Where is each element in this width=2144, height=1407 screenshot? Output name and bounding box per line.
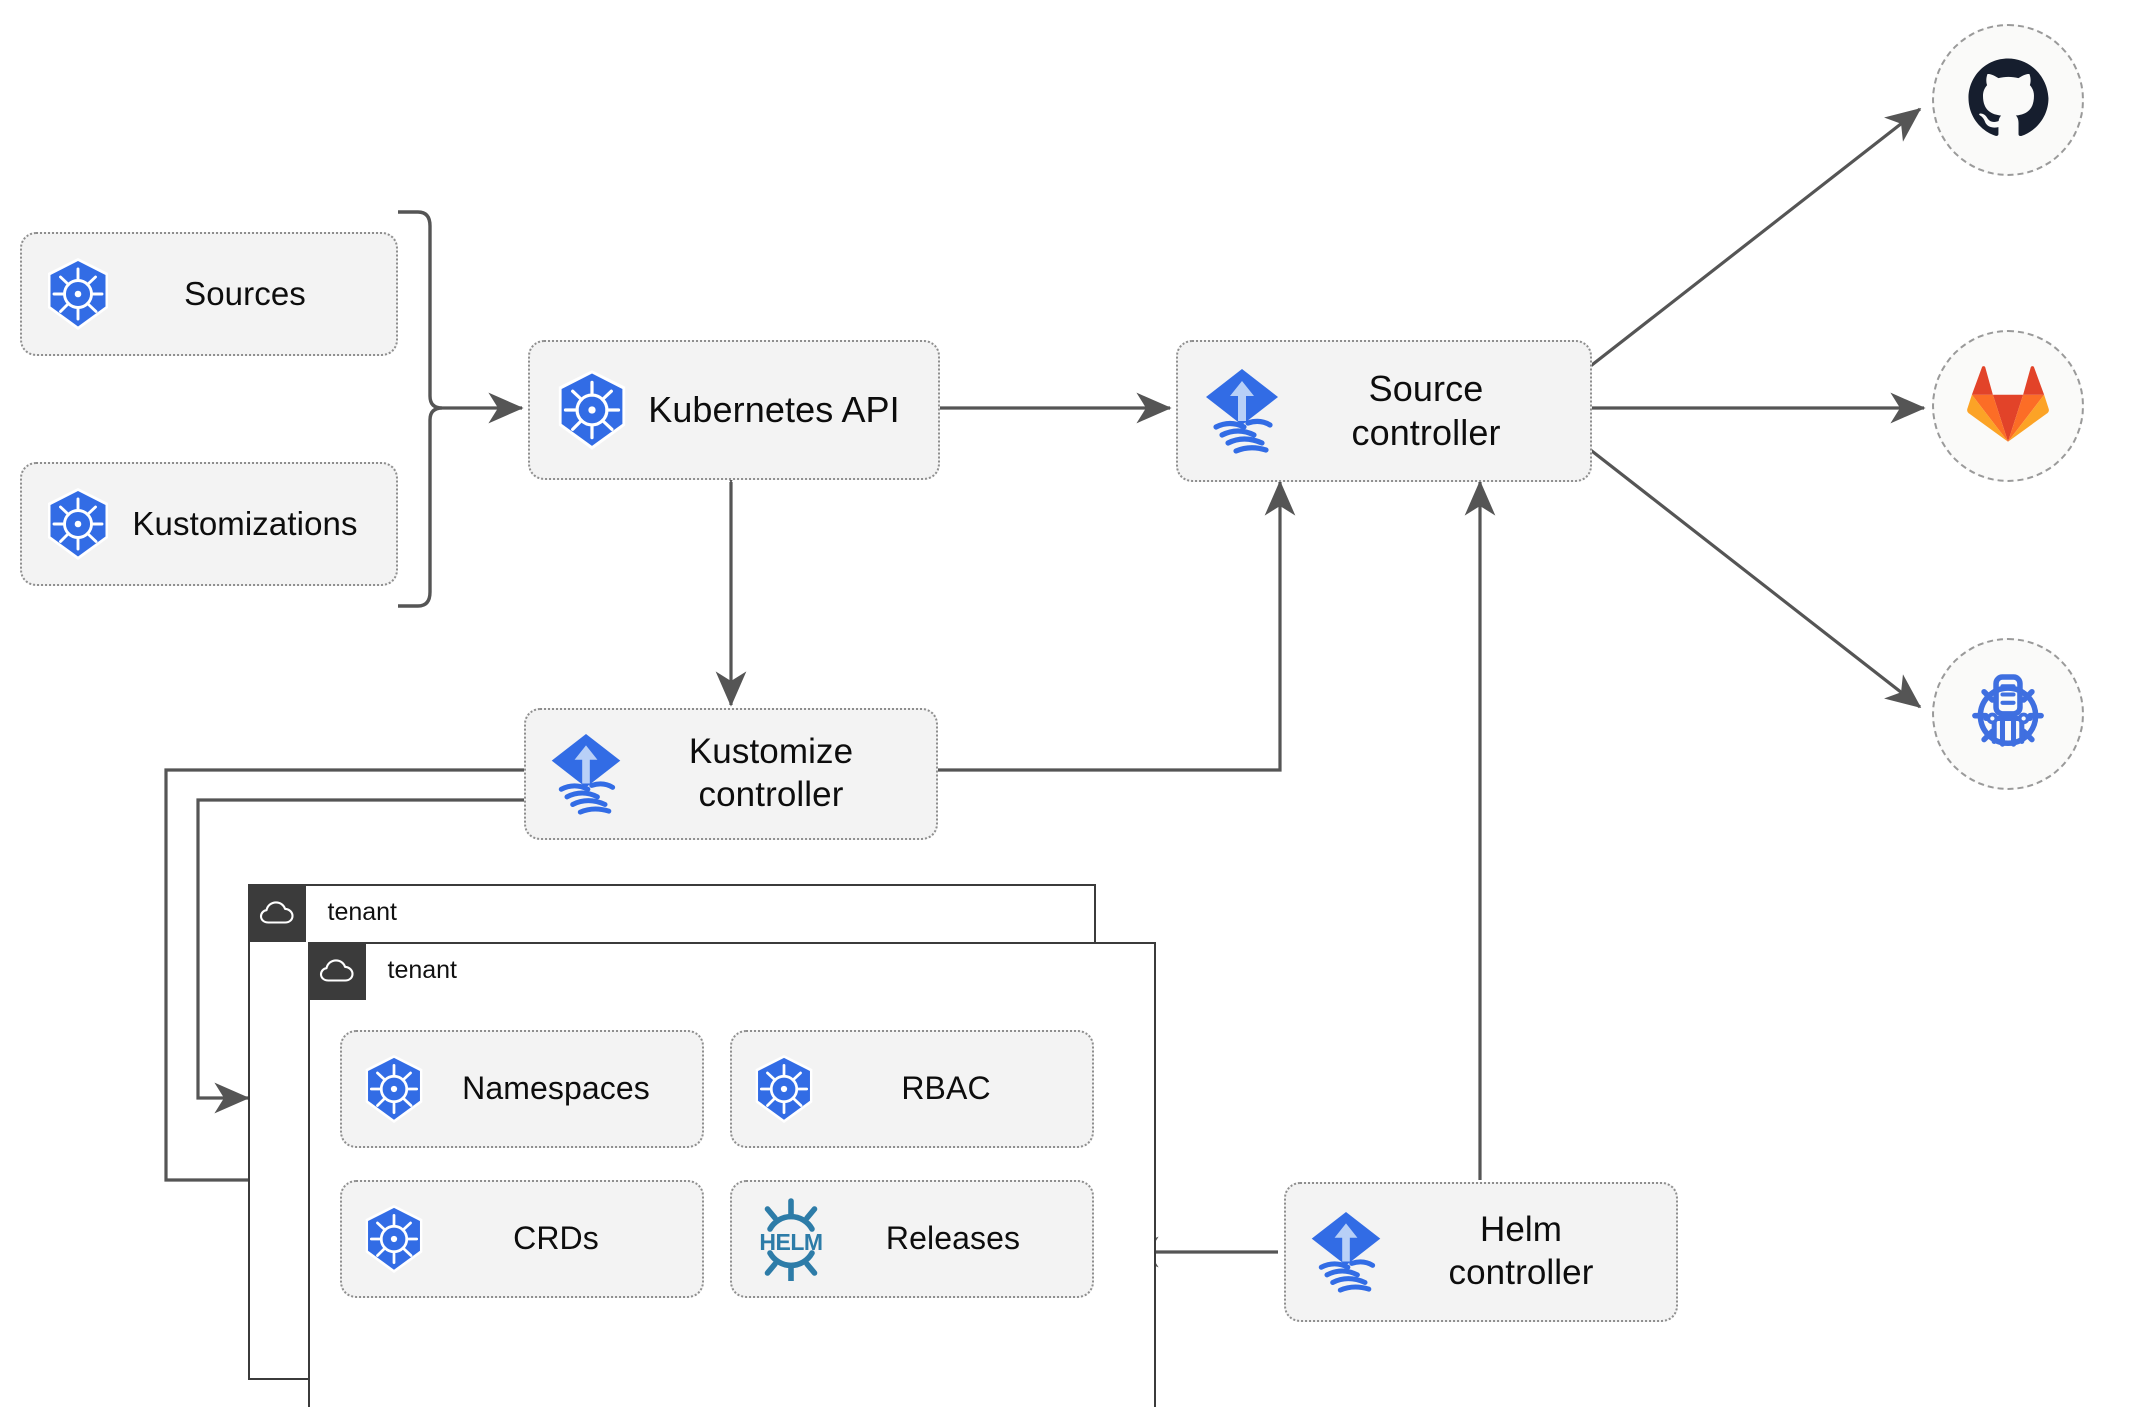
tenant-label: tenant [387, 956, 458, 984]
node-crds[interactable]: CRDs [340, 1180, 704, 1298]
node-kustomize-controller[interactable]: Kustomize controller [524, 708, 938, 840]
gitlab-icon [1966, 364, 2050, 449]
node-label: CRDs [513, 1220, 599, 1257]
tenant-box-inner: tenant [307, 941, 1156, 1407]
kubernetes-icon [360, 1053, 428, 1125]
node-label: Kustomizations [132, 504, 358, 542]
provider-chart-repository[interactable] [1932, 638, 2084, 790]
kubernetes-icon [42, 256, 114, 332]
node-releases[interactable]: HELM Releases [730, 1180, 1094, 1298]
node-label: Namespaces [462, 1070, 650, 1107]
node-label: Kustomize controller [688, 732, 854, 814]
tenant-label: tenant [327, 898, 398, 926]
tenant-tab-outer: tenant [247, 883, 398, 942]
node-label: Kubernetes API [648, 389, 900, 431]
node-helm-controller[interactable]: Helm controller [1284, 1182, 1678, 1322]
svg-text:HELM: HELM [759, 1229, 822, 1255]
node-label: Sources [184, 274, 306, 312]
node-sources[interactable]: Sources [20, 232, 398, 356]
edge-source-controller-chart-repository [1587, 446, 1922, 709]
node-kubernetes-api[interactable]: Kubernetes API [528, 340, 940, 480]
helm-icon: HELM [750, 1197, 832, 1281]
node-label: Releases [885, 1220, 1021, 1257]
kubernetes-icon [750, 1053, 818, 1125]
node-rbac[interactable]: RBAC [730, 1030, 1094, 1148]
tenant-tab-inner: tenant [307, 941, 458, 1000]
github-icon [1965, 55, 2051, 146]
helm-chart-repository-icon [1962, 666, 2054, 763]
edge-kustomize-controller-source-controller [938, 480, 1296, 772]
node-label: RBAC [901, 1070, 991, 1107]
flux-icon [546, 730, 626, 818]
kubernetes-icon [552, 368, 632, 452]
provider-gitlab[interactable] [1932, 330, 2084, 482]
node-label: Helm controller [1448, 1210, 1594, 1292]
edge-source-controller-github [1587, 107, 1922, 370]
kubernetes-icon [42, 486, 114, 562]
node-kustomizations[interactable]: Kustomizations [20, 462, 398, 586]
provider-github[interactable] [1932, 24, 2084, 176]
cloud-icon [307, 941, 366, 1000]
flux-icon [1306, 1208, 1386, 1296]
node-namespaces[interactable]: Namespaces [340, 1030, 704, 1148]
edge-bracket-sources [398, 210, 443, 608]
node-source-controller[interactable]: Source controller [1176, 340, 1592, 482]
node-label: Source controller [1351, 368, 1501, 453]
kubernetes-icon [360, 1203, 428, 1275]
cloud-icon [247, 883, 306, 942]
flux-icon [1200, 365, 1284, 457]
